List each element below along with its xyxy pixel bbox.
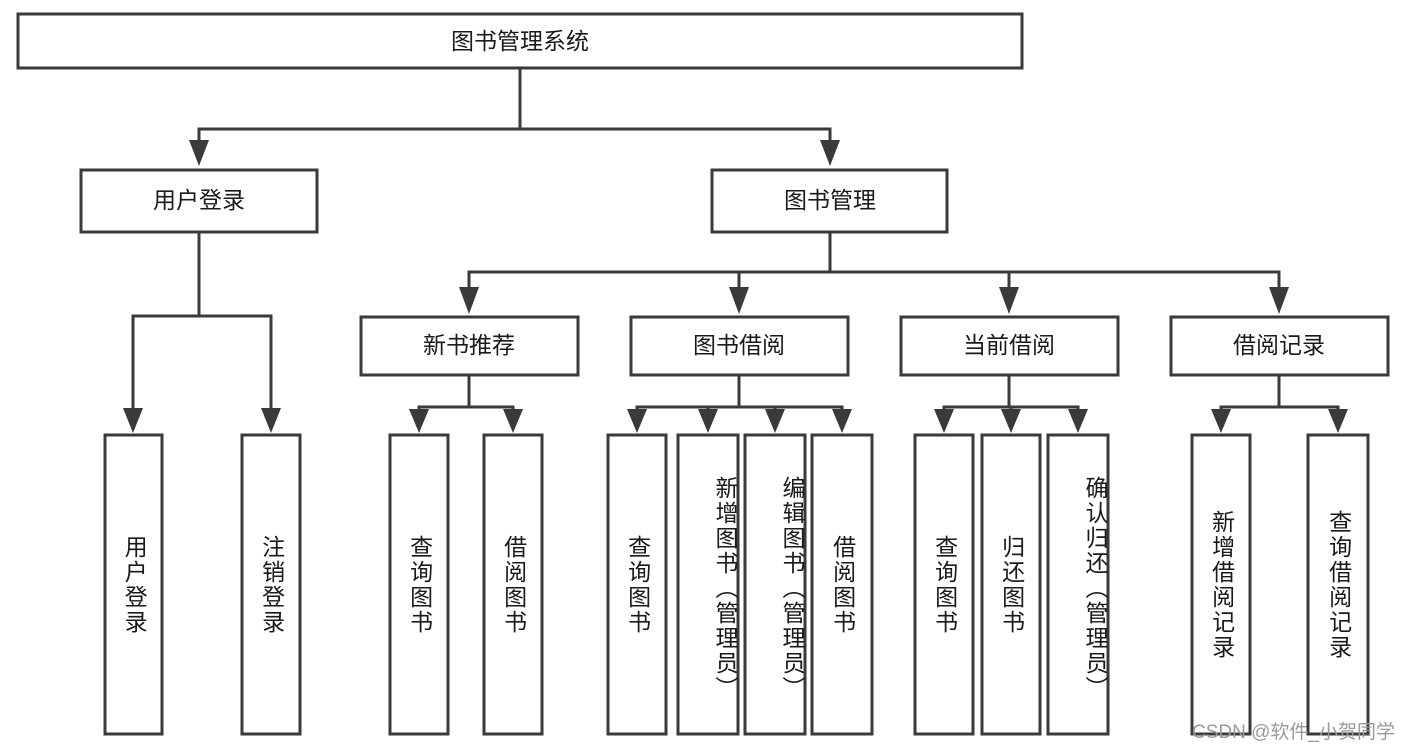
arrow-leaf-add-book-admin — [698, 409, 718, 433]
csdn-watermark: CSDN @软件_小贺同学 — [1192, 722, 1395, 743]
node-book-borrow-box[interactable] — [629, 315, 850, 377]
connector-borrow-record-to-leaves — [1211, 373, 1348, 433]
arrow-borrow-record — [1269, 287, 1289, 314]
node-book-management-label: 图书管理 — [784, 187, 876, 213]
node-root-box[interactable] — [16, 12, 1024, 70]
node-user-login-box[interactable] — [79, 168, 319, 234]
arrow-leaf-user-login — [123, 408, 143, 433]
leaf-logout-box[interactable] — [240, 433, 302, 736]
connector-user-login-to-leaves — [123, 230, 281, 433]
arrow-current-borrow — [999, 287, 1019, 314]
arrow-leaf-confirm-return-admin — [1068, 409, 1088, 433]
node-user-login[interactable]: 用户登录 — [79, 168, 319, 234]
arrow-leaf-query-book-recommend — [409, 409, 429, 433]
leaf-borrow-book-recommend-box[interactable] — [482, 433, 544, 736]
node-borrow-record[interactable]: 借阅记录 — [1169, 315, 1390, 377]
leaf-query-borrow-record-box[interactable] — [1306, 433, 1370, 736]
node-book-management-box[interactable] — [710, 168, 949, 234]
arrow-book-borrow — [729, 287, 749, 314]
arrow-new-book-recommend — [459, 287, 479, 314]
arrow-leaf-borrow-book — [832, 409, 852, 433]
node-new-book-recommend-label: 新书推荐 — [423, 332, 515, 358]
node-root[interactable]: 图书管理系统 — [16, 12, 1024, 70]
arrow-leaf-add-borrow-record — [1211, 409, 1231, 433]
leaf-query-book-current-box[interactable] — [913, 433, 975, 736]
node-new-book-recommend[interactable]: 新书推荐 — [359, 315, 580, 377]
connector-root-to-level2 — [189, 66, 840, 166]
leaf-user-login-box[interactable] — [103, 433, 164, 736]
node-current-borrow-label: 当前借阅 — [963, 332, 1055, 358]
node-current-borrow-box[interactable] — [899, 315, 1120, 377]
leaf-boxes — [103, 433, 1370, 736]
connector-book-borrow-to-leaves — [627, 373, 852, 433]
arrow-to-book-management — [820, 140, 840, 166]
arrow-to-user-login — [189, 140, 209, 166]
node-root-label: 图书管理系统 — [451, 28, 589, 54]
leaf-return-book-box[interactable] — [980, 433, 1042, 736]
leaf-query-book-recommend-box[interactable] — [388, 433, 450, 736]
leaf-query-book-borrow-box[interactable] — [606, 433, 668, 736]
connector-new-book-recommend-to-leaves — [409, 373, 523, 433]
node-book-management[interactable]: 图书管理 — [710, 168, 949, 234]
leaf-borrow-book-box[interactable] — [810, 433, 874, 736]
node-book-borrow-label: 图书借阅 — [693, 332, 785, 358]
node-borrow-record-box[interactable] — [1169, 315, 1390, 377]
arrow-leaf-return-book — [1001, 409, 1021, 433]
node-book-borrow[interactable]: 图书借阅 — [629, 315, 850, 377]
arrow-leaf-logout — [261, 408, 281, 433]
arrow-leaf-borrow-book-recommend — [503, 409, 523, 433]
leaf-confirm-return-admin-box[interactable] — [1046, 433, 1110, 736]
leaf-edit-book-admin-box[interactable] — [743, 433, 807, 736]
arrow-leaf-query-book-current — [934, 409, 954, 433]
connector-current-borrow-to-leaves — [934, 373, 1088, 433]
connector-book-management-to-level3 — [459, 230, 1289, 314]
node-current-borrow[interactable]: 当前借阅 — [899, 315, 1120, 377]
node-borrow-record-label: 借阅记录 — [1233, 332, 1325, 358]
arrow-leaf-query-borrow-record — [1328, 409, 1348, 433]
node-user-login-label: 用户登录 — [153, 187, 245, 213]
arrow-leaf-query-book-borrow — [627, 409, 647, 433]
leaf-add-borrow-record-box[interactable] — [1190, 433, 1252, 736]
node-new-book-recommend-box[interactable] — [359, 315, 580, 377]
arrow-leaf-edit-book-admin — [765, 409, 785, 433]
leaf-add-book-admin-box[interactable] — [676, 433, 740, 736]
